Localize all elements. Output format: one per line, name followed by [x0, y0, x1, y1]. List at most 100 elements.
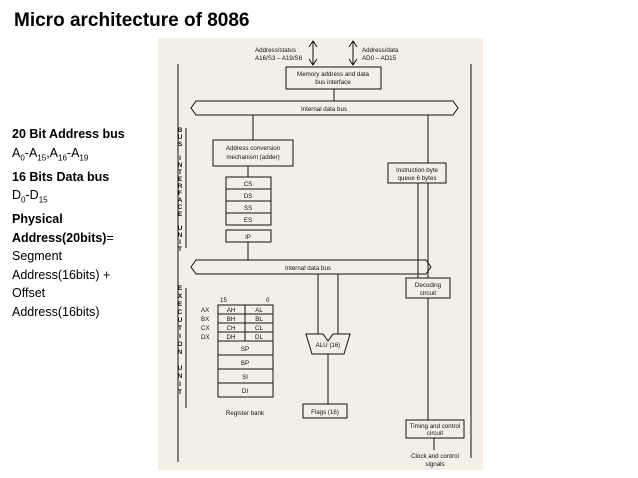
physical-address-formula: Address(20bits)=	[12, 230, 114, 245]
architecture-diagram-photo: Address/status A16/S3 – A19/S6 Address/d…	[158, 38, 483, 470]
biu_label-letter: E	[178, 211, 183, 218]
biu_label-letter: U	[178, 134, 183, 141]
eu_label-letter: X	[178, 293, 183, 300]
register-bank-label: Register bank	[226, 410, 265, 417]
queue-line1: Instruction byte	[396, 167, 439, 174]
alu-shape	[305, 333, 351, 355]
memory-interface-line2: bus interface	[315, 79, 351, 86]
ah-register: AH	[227, 307, 236, 314]
slide-title: Micro architecture of 8086	[14, 10, 250, 31]
timing-control-box	[405, 419, 465, 439]
address-bus-range: A0-A15,A16-A19	[12, 145, 89, 163]
dl-register: DL	[255, 334, 263, 341]
general-register-grid	[218, 305, 273, 341]
status-bus-arrow	[308, 40, 318, 66]
eu_label-letter: E	[178, 285, 183, 292]
internal-data-bus-1	[190, 100, 459, 116]
decoding-line2: circuit	[420, 290, 436, 297]
segment-register-dividers	[226, 188, 271, 214]
biu_label-letter: F	[178, 190, 182, 197]
alu-lines	[317, 274, 339, 404]
dh-register: DH	[227, 334, 236, 341]
biu_label-letter: T	[178, 169, 182, 176]
segment-label: Segment	[12, 249, 63, 263]
internal-bus-1-label: Internal data bus	[301, 106, 347, 113]
bit-0-label: 0	[266, 297, 270, 304]
queue-line2: queue 6 bytes	[398, 175, 437, 182]
cx-label: CX	[201, 325, 210, 332]
eu_label-letter: O	[177, 341, 182, 348]
offset-label: Offset	[12, 286, 46, 300]
timing-line2: circuit	[427, 430, 443, 437]
memory-interface-line1: Memory address and data	[297, 71, 369, 78]
eu_label-letter: U	[178, 365, 183, 372]
cs-register: CS	[244, 181, 253, 188]
eu_label-letter: N	[178, 373, 183, 380]
notes-panel: 20 Bit Address bus A0-A15,A16-A19 16 Bit…	[12, 125, 162, 321]
address-bus-heading: 20 Bit Address bus	[12, 127, 125, 141]
biu_label-letter: C	[178, 204, 183, 211]
eu_label-letter: I	[179, 333, 181, 340]
offset-bits: Address(16bits)	[12, 304, 100, 319]
segment-bits: Address(16bits) +	[12, 267, 111, 282]
frame-lines	[177, 64, 472, 462]
eu_label-letter: E	[178, 301, 183, 308]
adder-line2: mechanism (adder)	[226, 154, 279, 161]
biu_label-letter: R	[178, 183, 183, 190]
physical-address-label: Physical	[12, 212, 63, 226]
biu_label-letter: N	[178, 162, 183, 169]
alu-label: ALU (16)	[316, 342, 341, 349]
ip-register: IP	[245, 234, 251, 241]
ds-register: DS	[244, 193, 253, 200]
instruction-queue-box	[387, 162, 447, 184]
timing-line1: Timing and control	[410, 423, 461, 430]
bx-label: BX	[201, 316, 209, 323]
ch-register: CH	[227, 325, 236, 332]
si-register: SI	[242, 374, 248, 381]
dx-label: DX	[201, 334, 210, 341]
bit-15-label: 15	[220, 297, 227, 304]
biu_label-letter: I	[179, 155, 181, 162]
eu_label-letter: T	[178, 389, 182, 396]
cl-register: CL	[255, 325, 263, 332]
biu_label-letter: A	[178, 197, 183, 204]
clock-line1: Clock and control	[411, 453, 459, 460]
biu_label-letter: T	[178, 246, 182, 253]
biu_label-letter: U	[178, 225, 183, 232]
eu_label-letter: N	[178, 349, 183, 356]
eu_label-letter: I	[179, 381, 181, 388]
eu_label-letter: T	[178, 325, 182, 332]
data-bus-arrow	[348, 40, 358, 66]
flags-register-box	[302, 403, 348, 419]
decoding-line1: Decoding	[415, 282, 442, 289]
al-register: AL	[255, 307, 263, 314]
data-bus-range: D0-D15	[12, 188, 48, 205]
address-conversion-box	[212, 139, 294, 167]
biu_label-letter: S	[178, 141, 183, 148]
clock-line2: signals	[425, 461, 444, 468]
biu_label-letter: I	[179, 239, 181, 246]
biu_label-letter: E	[178, 176, 183, 183]
bp-register: BP	[241, 360, 249, 367]
bh-register: BH	[227, 316, 236, 323]
es-register: ES	[244, 217, 252, 224]
ss-register: SS	[244, 205, 252, 212]
sp-register: SP	[241, 346, 249, 353]
data-bus-label: Address/data	[362, 47, 399, 54]
status-bus-label: Address/status	[255, 47, 296, 54]
internal-data-bus-2	[190, 259, 432, 275]
internal-bus-2-label: Internal data bus	[285, 265, 331, 272]
ax-label: AX	[201, 307, 209, 314]
eu_label-letter: C	[178, 309, 183, 316]
data-bus-heading: 16 Bits Data bus	[12, 169, 110, 184]
biu_label-letter: B	[178, 127, 183, 134]
pointer-register-grid	[218, 354, 273, 384]
adder-line1: Address conversion	[226, 145, 281, 152]
eu_label-letter: U	[178, 317, 183, 324]
flags-label: Flags (16)	[311, 409, 339, 416]
bl-register: BL	[255, 316, 263, 323]
architecture-diagram: Address/status A16/S3 – A19/S6 Address/d…	[158, 38, 483, 470]
di-register: DI	[242, 388, 248, 395]
